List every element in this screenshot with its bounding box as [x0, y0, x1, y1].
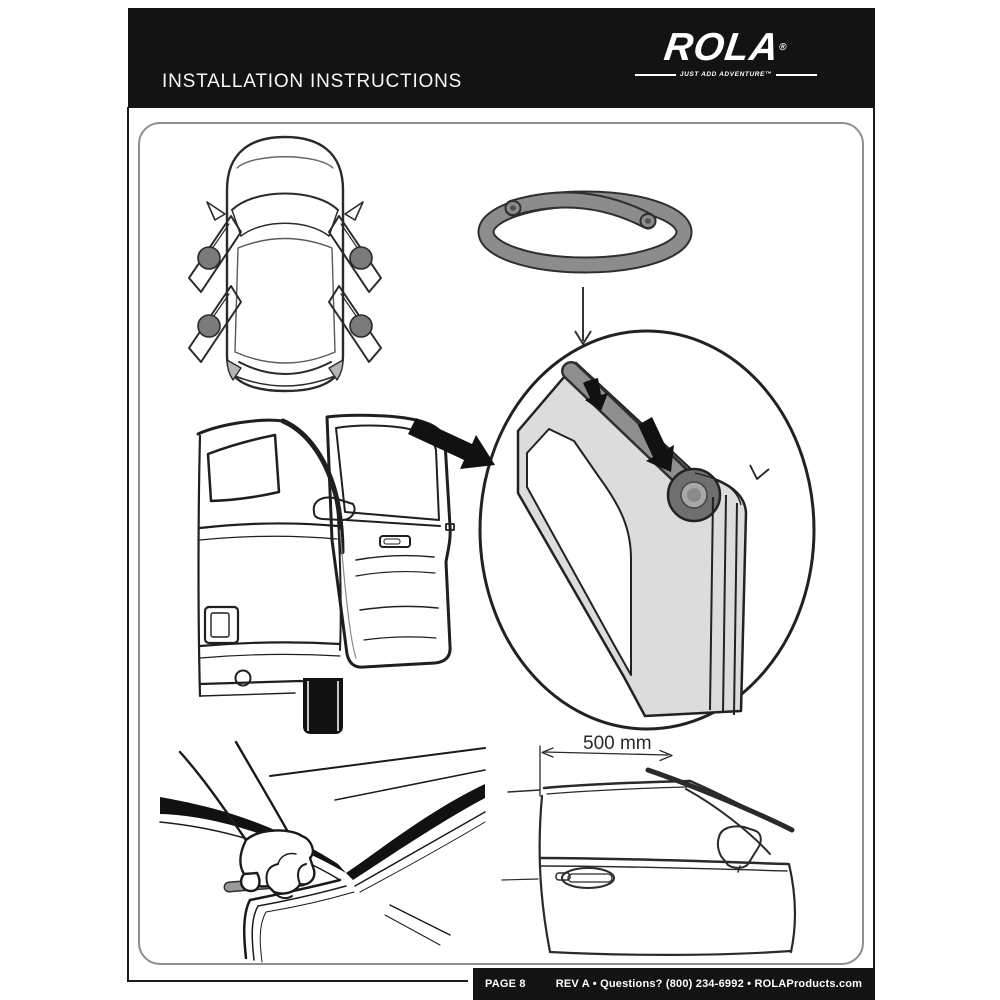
car-top-view-illustration: [188, 135, 382, 393]
tagline-rule-left: [635, 73, 676, 76]
press-arrow-large: [638, 417, 674, 472]
door-side-view-illustration: [501, 745, 797, 956]
side-mirror: [716, 825, 762, 869]
door-position-markers: [197, 246, 373, 338]
down-arrow: [574, 287, 592, 346]
page-title: INSTALLATION INSTRUCTIONS: [162, 71, 463, 92]
direction-tick-arrow: [749, 464, 770, 480]
tagline-rule-right: [776, 73, 817, 76]
rola-logo: ROLA® JUST ADD ADVENTURE™: [635, 26, 817, 78]
footer-page-number: PAGE 8: [485, 978, 526, 990]
rola-logo-wordmark: ROLA®: [632, 26, 820, 70]
tagline-text: JUST ADD ADVENTURE™: [679, 71, 773, 78]
page-border-right: [873, 107, 875, 970]
page-border-bottom: [127, 980, 468, 982]
pressing-hand: [178, 740, 316, 900]
door-marker: [349, 246, 373, 270]
car-rear-open-door-illustration: [196, 413, 495, 734]
rubber-trim-coil-illustration: [477, 190, 693, 346]
rocker-shadow-bar: [303, 678, 343, 734]
dimension-arrow-500mm: [539, 745, 673, 797]
header-bar: INSTALLATION INSTRUCTIONS ROLA® JUST ADD…: [128, 8, 875, 108]
page-border-left: [127, 107, 129, 982]
rola-logo-text: ROLA: [661, 26, 783, 69]
rola-logo-tagline: JUST ADD ADVENTURE™: [635, 71, 817, 78]
door-handle: [561, 867, 615, 889]
dimension-label-500mm: 500 mm: [583, 733, 652, 754]
door-marker: [197, 314, 221, 338]
magnifier-detail-illustration: [478, 329, 816, 731]
window-opening: [526, 428, 632, 676]
registered-mark: ®: [778, 42, 789, 53]
door-marker: [197, 246, 221, 270]
footer-bar: PAGE 8 REV A • Questions? (800) 234-6992…: [473, 968, 875, 1000]
zoom-pointer-arrow: [408, 418, 495, 469]
coil-end-caps: [504, 200, 657, 229]
hand-install-illustration: [159, 740, 486, 963]
footer-info: REV A • Questions? (800) 234-6992 • ROLA…: [555, 978, 863, 990]
door-marker: [349, 314, 373, 338]
press-arrow-small: [583, 378, 608, 411]
